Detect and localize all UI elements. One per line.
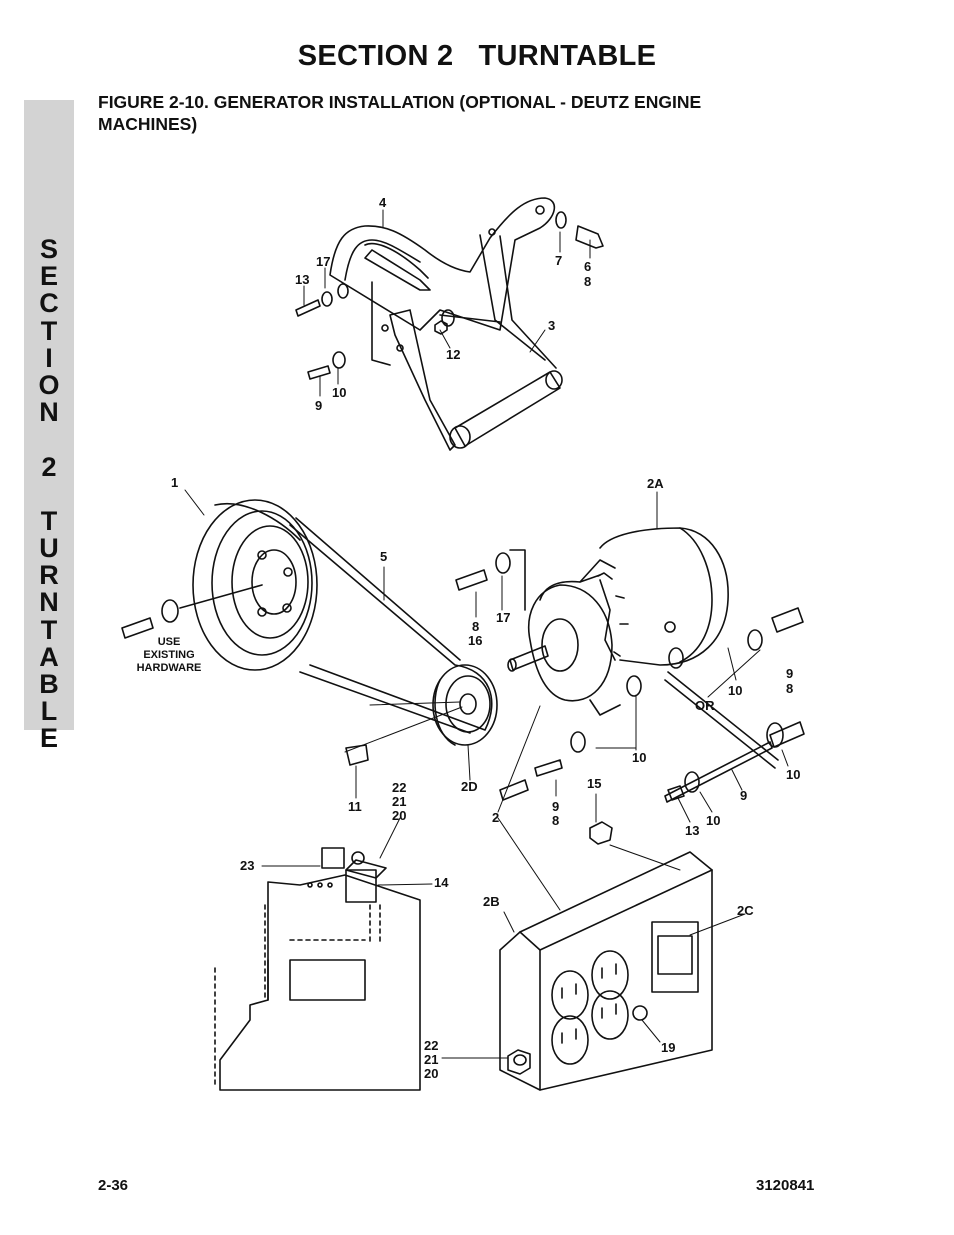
clamp	[589, 821, 613, 845]
generator-pulley	[432, 664, 498, 746]
callout-2c: 2C	[737, 903, 754, 918]
pulley-hardware	[121, 584, 263, 639]
callout-21: 21	[424, 1052, 438, 1067]
side-tab-char: T	[40, 315, 58, 346]
generator-washer	[495, 552, 511, 574]
generator-capscrew	[455, 569, 488, 591]
callout-hardware: HARDWARE	[137, 662, 202, 674]
callout-15: 15	[587, 776, 601, 791]
callout-10: 10	[728, 683, 742, 698]
callout-9: 9	[786, 666, 793, 681]
callout-2b: 2B	[483, 894, 500, 909]
side-tab-char: L	[40, 696, 58, 727]
side-tab-char: R	[39, 560, 59, 591]
callout-10: 10	[332, 385, 346, 400]
callout-5: 5	[380, 549, 387, 564]
side-tab-char: E	[39, 723, 58, 754]
side-tab-char: T	[40, 505, 58, 536]
generator-bracket	[295, 197, 604, 451]
outlet-receptacles	[551, 950, 629, 1065]
callout-16: 16	[468, 633, 482, 648]
side-tab-char: A	[39, 641, 59, 672]
drive-pulley	[192, 499, 318, 671]
callout-14: 14	[434, 875, 449, 890]
callout-17: 17	[496, 610, 510, 625]
callout-existing: EXISTING	[143, 649, 194, 661]
callout-17: 17	[316, 254, 330, 269]
callout-2: 2	[492, 810, 499, 825]
callout-8: 8	[786, 681, 793, 696]
callout-22: 22	[392, 780, 406, 795]
generator	[507, 527, 729, 716]
callout-22: 22	[424, 1038, 438, 1053]
side-tab-char: E	[39, 261, 58, 292]
callout-13: 13	[685, 823, 699, 838]
callout-2d: 2D	[461, 779, 478, 794]
mounting-hardware	[499, 607, 805, 803]
callout-4: 4	[379, 195, 387, 210]
callout-21: 21	[392, 794, 406, 809]
callout-8: 8	[584, 274, 591, 289]
side-tab-char: C	[39, 288, 59, 319]
callout-9: 9	[552, 799, 559, 814]
side-tab-char: N	[39, 397, 59, 428]
callout-1: 1	[171, 475, 178, 490]
callout-10: 10	[706, 813, 720, 828]
drive-belt	[289, 517, 493, 734]
page-number: 2-36	[98, 1177, 129, 1194]
control-box	[499, 851, 713, 1091]
side-tab-char: S	[39, 234, 58, 264]
callout-20: 20	[424, 1066, 438, 1081]
side-tab-char: B	[39, 669, 59, 699]
woodruff-key	[345, 744, 369, 766]
side-tab-char: T	[40, 614, 58, 645]
leader-lines	[184, 209, 789, 1059]
control-box-mount	[214, 847, 421, 1091]
callout-9: 9	[740, 788, 747, 803]
callout-23: 23	[240, 858, 254, 873]
callout-13: 13	[295, 272, 309, 287]
callout-11: 11	[348, 799, 362, 814]
side-tab-char: O	[38, 369, 60, 400]
document-number: 3120841	[756, 1177, 815, 1194]
section-title: SECTION 2 TURNTABLE	[297, 40, 657, 72]
callout-8: 8	[552, 813, 559, 828]
callout-7: 7	[555, 253, 562, 268]
side-tab-char: I	[45, 342, 53, 373]
callout-or: OR	[695, 698, 715, 713]
side-tab-char: U	[39, 533, 59, 564]
callout-8: 8	[472, 619, 479, 634]
callout-6: 6	[584, 259, 591, 274]
callout-3: 3	[548, 318, 555, 333]
callout-10: 10	[632, 750, 646, 765]
callout-labels: 4 17 13 7 6 8 3 12 9 10 1 2A 5 8 16 17 U…	[137, 195, 801, 1081]
callout-use: USE	[158, 636, 181, 648]
callout-20: 20	[392, 808, 406, 823]
side-tab-char: 2	[41, 451, 57, 482]
callout-12: 12	[446, 347, 460, 362]
callout-19: 19	[661, 1040, 675, 1055]
callout-9: 9	[315, 398, 322, 413]
callout-10: 10	[786, 767, 800, 782]
figure-title: FIGURE 2-10. GENERATOR INSTALLATION (OPT…	[98, 92, 702, 134]
side-tab-char: N	[39, 587, 59, 618]
callout-2a: 2A	[647, 476, 664, 491]
